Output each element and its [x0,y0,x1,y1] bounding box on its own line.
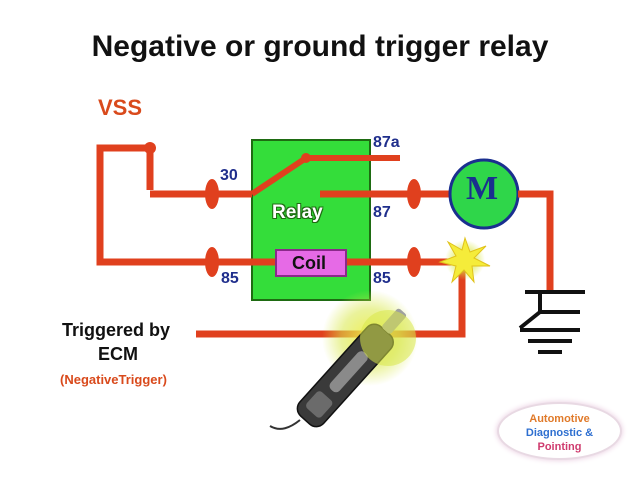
logo-line1: Automotive [529,413,590,425]
connector-87 [407,179,421,209]
logo-line2: Diagnostic & [525,427,594,439]
vss-terminal [144,142,156,154]
vss-label: VSS [98,95,143,120]
connector-30 [205,179,219,209]
logo-line3: Pointing [537,441,582,453]
coil-label: Coil [292,253,326,273]
motor-ground-wire [518,190,554,292]
watermark-logo: Automotive Diagnostic & Pointing [497,402,622,460]
pin-87-label: 87 [373,204,391,221]
relay-label: Relay [272,202,323,223]
motor-label: M [466,170,499,207]
ecm-probe-icon [269,290,418,430]
slide-title: Negative or ground trigger relay [91,30,549,63]
trigger-wire [196,262,466,338]
coil-box [275,249,347,277]
pin-85-in-label: 85 [221,270,239,287]
negative-trigger-note: (NegativeTrigger) [60,372,167,387]
ground-symbol-icon [518,290,585,354]
trigger-label-line1: Triggered by [62,320,171,340]
vss-wire-left [96,144,212,266]
pin-87a-label: 87a [373,134,400,151]
spark-icon [438,236,491,284]
trigger-label-line2: ECM [98,344,138,364]
pivot [301,153,311,163]
switch-arm [250,155,308,197]
pin-85-out-label: 85 [373,270,391,287]
pin-30-label: 30 [220,167,238,184]
